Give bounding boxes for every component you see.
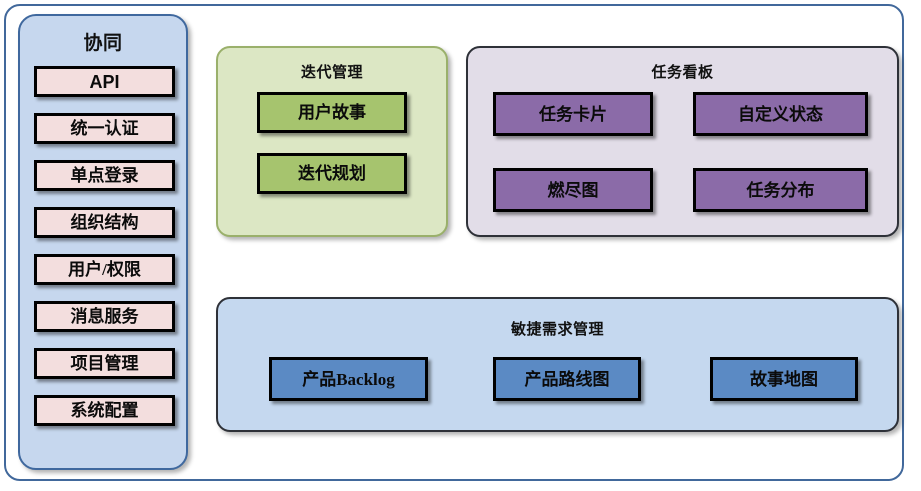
collab-item-sso[interactable]: 单点登录 <box>34 160 175 191</box>
group-collab[interactable]: 协同 API 统一认证 单点登录 组织结构 用户/权限 消息服务 项目管理 系统… <box>18 14 188 470</box>
group-iteration-management[interactable]: 迭代管理 用户故事 迭代规划 <box>216 46 448 237</box>
agile-item-story-map[interactable]: 故事地图 <box>710 357 858 401</box>
group-iteration-title: 迭代管理 <box>300 64 363 81</box>
collab-item-user-permission[interactable]: 用户/权限 <box>34 254 175 285</box>
group-agile-title: 敏捷需求管理 <box>510 321 604 338</box>
kanban-item-task-distribution[interactable]: 任务分布 <box>693 168 868 212</box>
iteration-item-iteration-planning[interactable]: 迭代规划 <box>257 153 407 194</box>
agile-item-product-backlog[interactable]: 产品Backlog <box>269 357 428 401</box>
group-task-kanban[interactable]: 任务看板 任务卡片 自定义状态 燃尽图 任务分布 <box>466 46 899 237</box>
kanban-item-task-card[interactable]: 任务卡片 <box>493 92 653 136</box>
collab-item-system-config[interactable]: 系统配置 <box>34 395 175 426</box>
collab-item-unified-auth[interactable]: 统一认证 <box>34 113 175 144</box>
kanban-item-burndown-chart[interactable]: 燃尽图 <box>493 168 653 212</box>
kanban-item-custom-status[interactable]: 自定义状态 <box>693 92 868 136</box>
collab-item-api[interactable]: API <box>34 66 175 97</box>
collab-item-project-management[interactable]: 项目管理 <box>34 348 175 379</box>
group-agile-requirements[interactable]: 敏捷需求管理 产品Backlog 产品路线图 故事地图 <box>216 297 899 432</box>
agile-item-product-roadmap[interactable]: 产品路线图 <box>493 357 641 401</box>
group-collab-title: 协同 <box>83 33 123 54</box>
collab-item-message-service[interactable]: 消息服务 <box>34 301 175 332</box>
collab-item-org-structure[interactable]: 组织结构 <box>34 207 175 238</box>
group-kanban-title: 任务看板 <box>651 64 714 81</box>
iteration-item-user-story[interactable]: 用户故事 <box>257 92 407 133</box>
